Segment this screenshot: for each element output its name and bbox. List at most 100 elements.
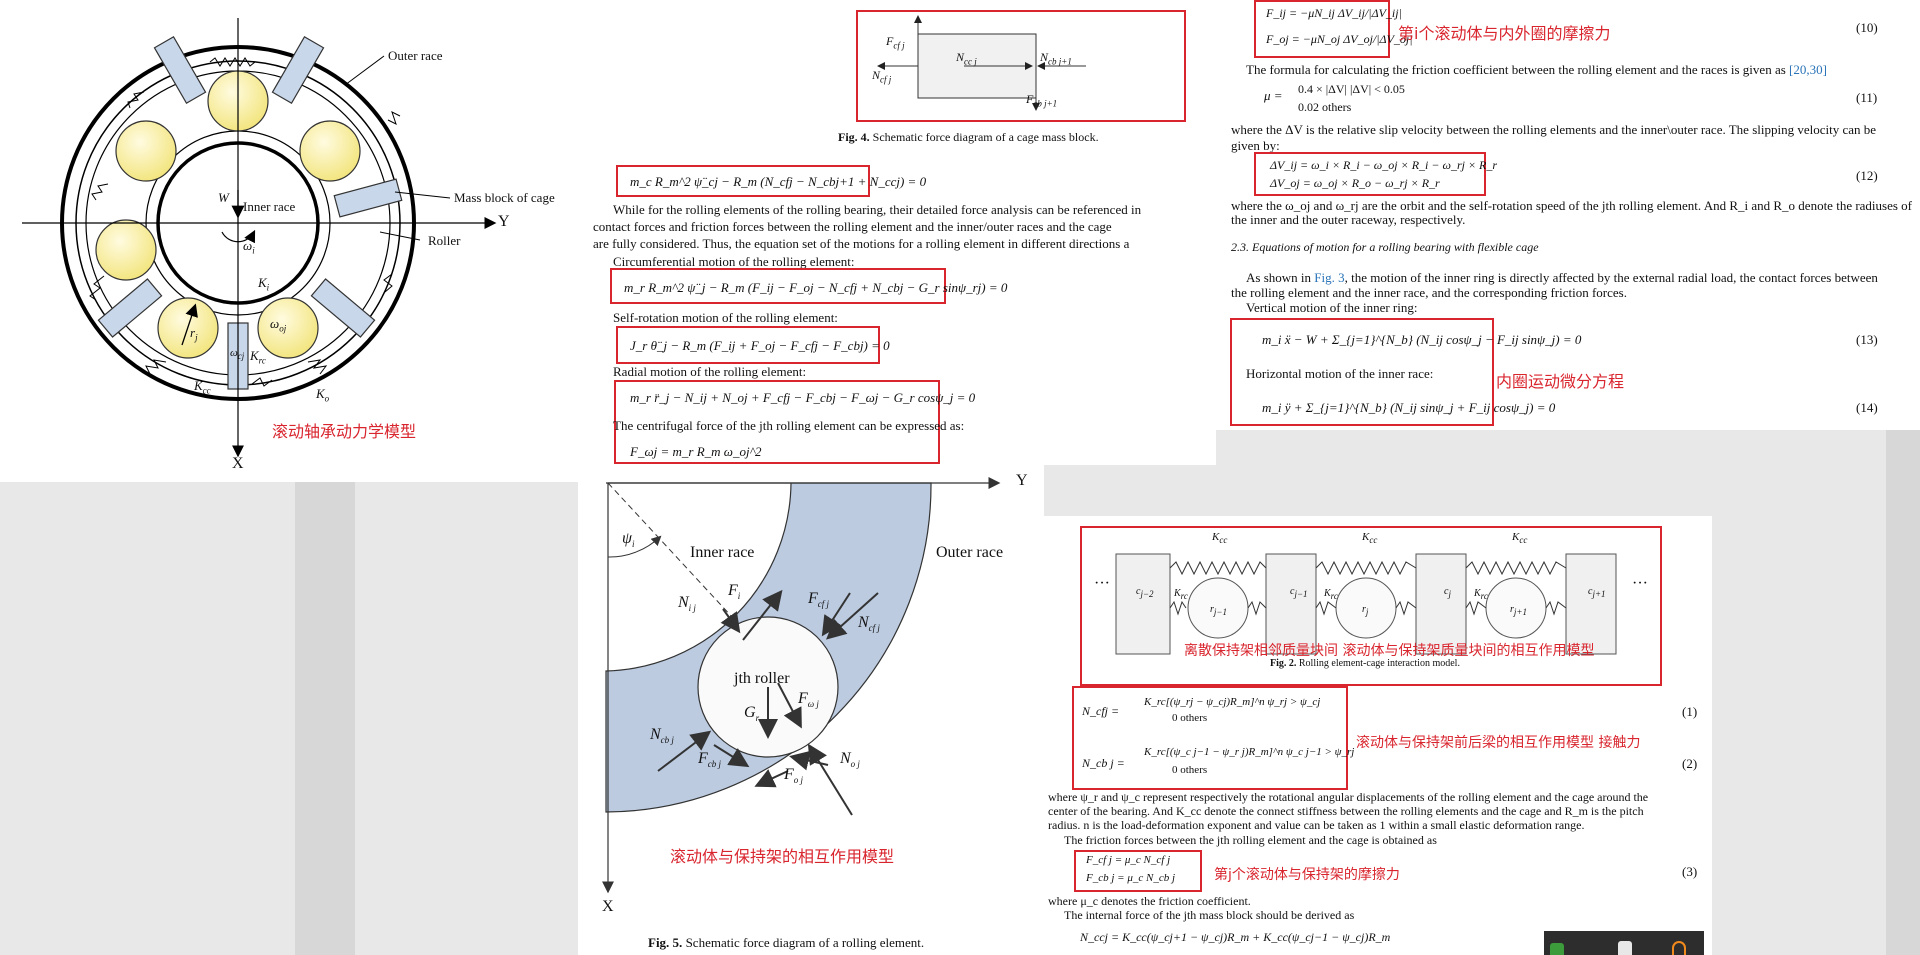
para-line-3: are fully considered. Thus, the equation… (593, 236, 1130, 251)
viewer-toolbar (1544, 931, 1704, 955)
fig5-psi: ψi (622, 530, 635, 550)
fig5-fi: Fi (728, 582, 741, 602)
annotation-eq1-2: 滚动体与保持架前后梁的相互作用模型 接触力 (1356, 735, 1641, 751)
eq-radial: m_r r̈_j − N_ij + N_oj + F_cfj − F_cbj −… (630, 390, 976, 405)
eq10-number: (10) (1856, 20, 1878, 35)
fig2-c-j-plus-1: cj+1 (1588, 586, 1606, 599)
fig2-c-j: cj (1444, 586, 1451, 599)
annotation-fig2: 离散保持架相邻质量块间 滚动体与保持架质量块间的相互作用模型 (1184, 643, 1595, 659)
eq13: m_i ẍ − W + Σ_{j=1}^{N_b} (N_ij cosψ_j −… (1262, 332, 1582, 347)
axis-x-label: X (232, 455, 244, 472)
eq-internal: N_ccj = K_cc(ψ_cj+1 − ψ_cj)R_m + K_cc(ψ_… (1080, 930, 1391, 944)
fig4-label-fcb: Fcb j+1 (1026, 92, 1058, 109)
fig5-inner-race: Inner race (690, 544, 755, 561)
eq-centrifugal: F_ωj = m_r R_m ω_oj^2 (630, 444, 762, 459)
label-kcc: Kcc (194, 378, 211, 396)
tool-icon-shield[interactable] (1618, 941, 1632, 955)
where12-line-2: the inner and the outer raceway, respect… (1231, 212, 1466, 227)
slip-text-2: given by: (1231, 138, 1280, 153)
section-heading: 2.3. Equations of motion for a rolling b… (1231, 240, 1539, 254)
fig2-kcc-3: Kcc (1512, 531, 1528, 546)
eq1-number: (1) (1682, 704, 1698, 719)
eq13-14-highlight (1230, 318, 1494, 426)
bearing-model-panel: Outer race Mass block of cage Roller Inn… (0, 0, 578, 482)
eq3-highlight (1074, 850, 1202, 892)
eq11-line-1: 0.4 × |ΔV| |ΔV| < 0.05 (1298, 82, 1405, 96)
eq12-line-1: ΔV_ij = ω_i × R_i − ω_oj × R_i − ω_rj × … (1270, 158, 1498, 172)
label-rj: rj (190, 325, 198, 343)
eq11-line-2: 0.02 others (1298, 100, 1352, 114)
tool-icon-green[interactable] (1550, 943, 1564, 955)
annotation-fig5: 滚动体与保持架的相互作用模型 (670, 847, 895, 866)
label-omega-i: ωi (243, 238, 255, 256)
label-omega-oj: ωoj (270, 316, 287, 334)
label-ko: Ko (316, 386, 330, 404)
viewer-gutter-left (295, 482, 355, 955)
where-line-3: radius. n is the load-deformation expone… (1048, 818, 1585, 832)
centrifugal-label: The centrifugal force of the jth rolling… (613, 418, 965, 433)
eq14-number: (14) (1856, 400, 1878, 415)
eq-radial-highlight (614, 380, 940, 464)
para-line-1: While for the rolling elements of the ro… (613, 202, 1142, 217)
fig5-axis-x: X (602, 898, 614, 915)
fig5-axis-y: Y (1016, 472, 1028, 489)
eq12-line-2: ΔV_oj = ω_oj × R_o − ω_rj × R_r (1270, 176, 1440, 190)
fig5-caption: Fig. 5. Schematic force diagram of a rol… (648, 935, 925, 950)
para-line-2: contact forces and friction forces betwe… (593, 219, 1112, 234)
friction-text: The formula for calculating the friction… (1246, 62, 1827, 77)
where-line-2: center of the bearing. And K_cc denote t… (1048, 804, 1644, 818)
friction-intro: The friction forces between the jth roll… (1064, 833, 1437, 847)
annotation-bearing-model: 滚动轴承动力学模型 (272, 422, 417, 441)
as-shown-line-1: As shown in Fig. 3, the motion of the in… (1246, 270, 1878, 285)
eq11-mu: μ = (1264, 88, 1283, 103)
radial-label: Radial motion of the rolling element: (613, 364, 807, 379)
eq11-number: (11) (1856, 90, 1878, 105)
eq-cage: m_c R_m^2 ψ̈_cj − R_m (N_cfj − N_cbj+1 +… (630, 174, 927, 189)
fig4-label-ncf: Ncf j (872, 68, 892, 85)
fig5-roller: jth roller (734, 670, 790, 687)
circ-label: Circumferential motion of the rolling el… (613, 254, 855, 269)
eq-circ-highlight (610, 268, 946, 304)
eq3-number: (3) (1682, 864, 1698, 879)
fig5-fo: Fo j (784, 766, 804, 786)
fig2-c-j-1: cj−1 (1290, 586, 1308, 599)
fig2-r-j-plus-1: rj+1 (1510, 604, 1527, 617)
fig4-label-fcf: Fcf j (886, 34, 905, 51)
eq2-line-2: 0 others (1172, 764, 1208, 776)
eq-circ: m_r R_m^2 ψ̈_j − R_m (F_ij − F_oj − N_cf… (624, 280, 1008, 295)
label-mass-block: Mass block of cage (454, 190, 555, 205)
fig5-diagram (602, 477, 1001, 894)
label-krc: Krc (250, 348, 266, 366)
vertical-label: Vertical motion of the inner ring: (1246, 300, 1418, 315)
fig5-fcb: Fcb j (698, 750, 722, 770)
eq10-line-2: F_oj = −μN_oj ΔV_oj/|ΔV_oj| (1266, 32, 1413, 46)
label-inner-race: Inner race (243, 199, 296, 214)
label-roller: Roller (428, 233, 461, 248)
fig2-krc-3: Krc (1474, 588, 1488, 601)
eq-self: J_r θ̈_j − R_m (F_ij + F_oj − F_cfj − F_… (630, 338, 890, 353)
friction-equations-panel: F_ij = −μN_ij ΔV_ij/|ΔV_ij| F_oj = −μN_o… (1216, 0, 1920, 430)
annotation-eq3: 第j个滚动体与保持架的摩擦力 (1214, 867, 1400, 883)
eq1-line-1: K_rc[(ψ_rj − ψ_cj)R_m]^n ψ_rj > ψ_cj (1144, 696, 1321, 708)
viewer-gutter-right (1886, 430, 1920, 955)
fig2-kcc-1: Kcc (1212, 531, 1228, 546)
annotation-eq10: 第i个滚动体与内外圈的摩擦力 (1398, 24, 1611, 43)
ref-fig-3[interactable]: Fig. 3 (1314, 270, 1345, 285)
fig2-krc-2: Krc (1324, 588, 1338, 601)
fig2-r-j-1: rj−1 (1210, 604, 1227, 617)
axis-y-label: Y (498, 213, 510, 230)
fig4-label-ncb: Ncb j+1 (1040, 50, 1072, 67)
fig4-diagram (877, 15, 1086, 111)
eq10-line-1: F_ij = −μN_ij ΔV_ij/|ΔV_ij| (1266, 6, 1402, 20)
fig5-outer-race: Outer race (936, 544, 1004, 561)
ref-20-30[interactable]: [20,30] (1789, 62, 1827, 77)
contact-model-panel: Kcc Kcc Kcc Krc Krc Krc ··· ··· cj−2 rj−… (1044, 516, 1712, 955)
fig2-kcc-2: Kcc (1362, 531, 1378, 546)
as-shown-line-2: the rolling element and the inner race, … (1231, 285, 1627, 300)
annotation-eq14: 内圈运动微分方程 (1496, 372, 1625, 391)
bearing-model-diagram (22, 18, 497, 458)
horizontal-label: Horizontal motion of the inner race: (1246, 366, 1434, 381)
eq2-line-1: K_rc[(ψ_c j−1 − ψ_r j)R_m]^n ψ_c j−1 > ψ… (1144, 746, 1355, 758)
tool-icon-orange[interactable] (1672, 941, 1686, 955)
label-w: W (218, 190, 229, 205)
